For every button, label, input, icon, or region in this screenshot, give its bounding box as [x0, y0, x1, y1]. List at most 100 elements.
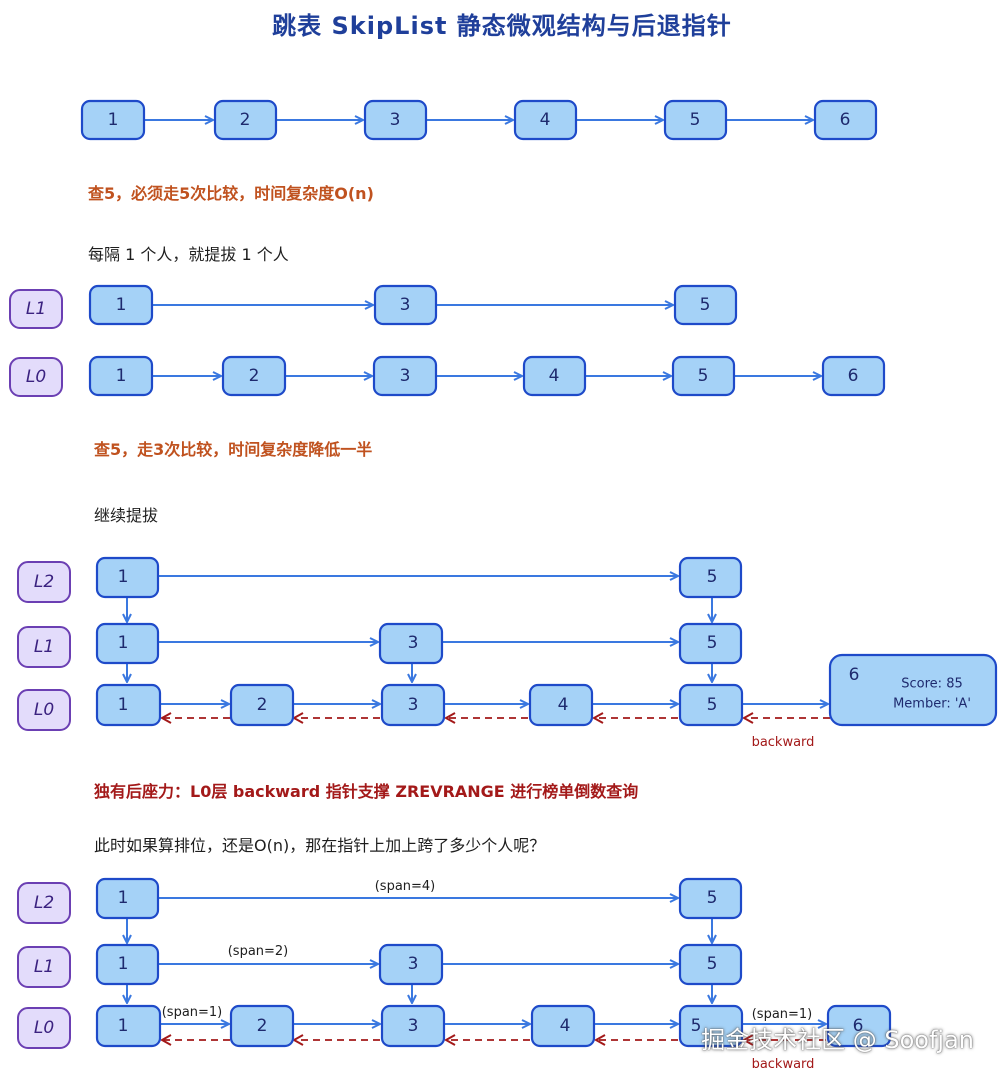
level-label-l1: L1	[9, 289, 63, 329]
node-5-l2: 5	[678, 556, 743, 599]
svg-text:4: 4	[549, 366, 560, 386]
node-6-l0: 6	[821, 355, 886, 397]
node-6-detail: 6 Score: 85 Member: 'A'	[828, 653, 998, 727]
svg-text:L2: L2	[34, 572, 54, 592]
node-5-l1: 5	[678, 622, 743, 665]
svg-text:L0: L0	[26, 367, 46, 387]
span-label-l0-start: (span=1)	[162, 1005, 223, 1020]
svg-text:5: 5	[707, 633, 718, 653]
backward-label: backward	[752, 1057, 815, 1072]
svg-text:5: 5	[698, 366, 709, 386]
node-3-l1: 3	[373, 284, 438, 326]
node-4-l0: 4	[522, 355, 587, 397]
span-label-l2: (span=4)	[375, 879, 436, 894]
node-2-l0: 2	[229, 1004, 295, 1048]
node-2-l0: 2	[221, 355, 287, 397]
node-1-l0: 1	[95, 683, 162, 727]
node-3-l1: 3	[378, 943, 444, 986]
node-5-l0: 5	[671, 355, 736, 397]
level-label-l0: L0	[9, 357, 63, 397]
svg-text:3: 3	[400, 366, 411, 386]
caption-promote-every-other: 每隔 1 个人，就提拔 1 个人	[88, 245, 289, 264]
svg-text:4: 4	[558, 695, 569, 715]
svg-text:3: 3	[400, 295, 411, 315]
svg-text:L1: L1	[26, 299, 46, 319]
node-1-l0: 1	[95, 1004, 162, 1048]
watermark: 掘金技术社区 @ Soofjan	[701, 1026, 974, 1054]
node-3: 3	[363, 99, 428, 141]
svg-text:2: 2	[257, 1016, 268, 1036]
node-5: 5	[663, 99, 728, 141]
svg-text:3: 3	[408, 1016, 419, 1036]
level-label-l1: L1	[17, 626, 71, 668]
svg-text:L2: L2	[34, 893, 54, 913]
node-5-l0: 5	[678, 683, 744, 727]
node-5-l0: 5	[678, 1004, 744, 1048]
level-label-l0: L0	[17, 689, 71, 731]
node-3-l0: 3	[372, 355, 438, 397]
svg-text:1: 1	[108, 110, 119, 130]
node-6-l0: 6	[826, 1004, 892, 1048]
level-label-l1: L1	[17, 946, 71, 988]
svg-text:6: 6	[848, 366, 859, 386]
svg-text:1: 1	[118, 888, 129, 908]
svg-text:5: 5	[691, 1016, 702, 1036]
svg-text:4: 4	[560, 1016, 571, 1036]
svg-text:4: 4	[540, 110, 551, 130]
svg-text:5: 5	[690, 110, 701, 130]
section-two-levels: L1 L0 1 3 5 1 2 3 4 5 6	[9, 284, 886, 397]
node-4: 4	[513, 99, 578, 141]
svg-text:2: 2	[240, 110, 251, 130]
svg-text:1: 1	[118, 633, 129, 653]
section-flat-list: 1 2 3 4 5 6	[80, 99, 878, 141]
svg-text:5: 5	[707, 954, 718, 974]
span-label-l0-end: (span=1)	[752, 1007, 813, 1022]
svg-text:L1: L1	[34, 637, 54, 657]
svg-text:1: 1	[118, 1016, 129, 1036]
node-1-l1: 1	[88, 284, 154, 326]
node-5-l2: 5	[678, 877, 743, 920]
section-span-levels: L2 L1 L0 1 5 1 3 5 1 2 3 4 5 6 (span=4)	[17, 877, 892, 1072]
node-4-l0: 4	[528, 683, 594, 727]
level-label-l0: L0	[17, 1007, 71, 1049]
caption-linear-search: 查5，必须走5次比较，时间复杂度O(n)	[88, 184, 374, 203]
svg-text:6: 6	[840, 110, 851, 130]
svg-text:L0: L0	[34, 1018, 54, 1038]
level-label-l2: L2	[17, 882, 71, 924]
caption-backward-pointer: 独有后座力：L0层 backward 指针支撑 ZREVRANGE 进行榜单倒数…	[94, 782, 639, 801]
node-6-score: Score: 85	[901, 677, 962, 692]
node-3-l1: 3	[378, 622, 444, 665]
node-1-l0: 1	[88, 355, 154, 397]
node-6: 6	[813, 99, 878, 141]
node-1-l2: 1	[95, 877, 160, 920]
page-title: 跳表 SkipList 静态微观结构与后退指针	[272, 12, 732, 40]
caption-continue-promote: 继续提拔	[94, 506, 159, 525]
svg-text:2: 2	[257, 695, 268, 715]
span-label-l1: (span=2)	[228, 944, 289, 959]
svg-text:1: 1	[116, 295, 127, 315]
node-1-l1: 1	[95, 622, 160, 665]
node-5-l1: 5	[678, 943, 743, 986]
level-label-l2: L2	[17, 561, 71, 603]
node-3-l0: 3	[380, 1004, 446, 1048]
svg-text:1: 1	[118, 954, 129, 974]
svg-text:3: 3	[408, 633, 419, 653]
svg-text:5: 5	[700, 295, 711, 315]
svg-text:1: 1	[116, 366, 127, 386]
caption-half-search: 查5，走3次比较，时间复杂度降低一半	[94, 440, 373, 459]
svg-text:6: 6	[853, 1016, 864, 1036]
node-1-l1: 1	[95, 943, 160, 986]
caption-span-question: 此时如果算排位，还是O(n)，那在指针上加上跨了多少个人呢？	[94, 836, 546, 855]
node-2: 2	[213, 99, 278, 141]
svg-text:6: 6	[849, 665, 860, 685]
svg-text:5: 5	[707, 888, 718, 908]
svg-text:L1: L1	[34, 957, 54, 977]
node-2-l0: 2	[229, 683, 295, 727]
svg-text:5: 5	[707, 695, 718, 715]
svg-text:5: 5	[707, 567, 718, 587]
svg-text:1: 1	[118, 695, 129, 715]
node-5-l1: 5	[673, 284, 738, 326]
svg-text:3: 3	[390, 110, 401, 130]
node-1: 1	[80, 99, 146, 141]
svg-text:2: 2	[249, 366, 260, 386]
